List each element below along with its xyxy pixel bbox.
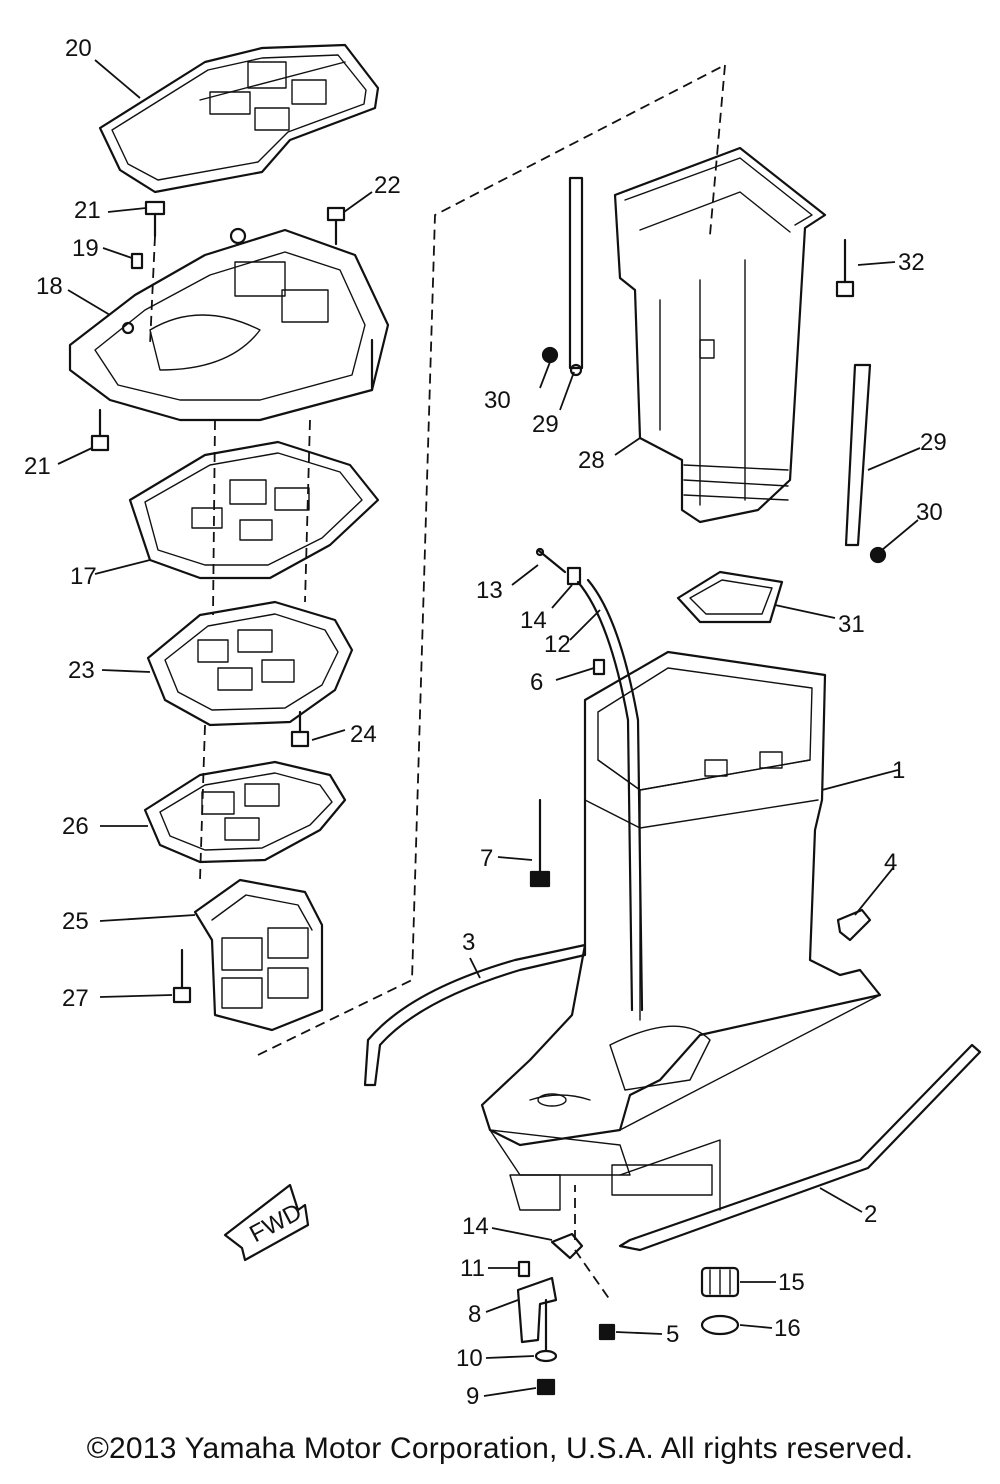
part-11-pin <box>517 1260 531 1278</box>
part-18-exhaust-guide <box>68 227 390 422</box>
callout-2: 2 <box>864 1201 877 1228</box>
part-27-bolt <box>172 948 192 1004</box>
guide-line <box>212 419 216 616</box>
part-15-grommet <box>700 1266 740 1298</box>
callout-25: 25 <box>62 908 89 935</box>
part-10-washer <box>534 1349 558 1363</box>
callout-23: 23 <box>68 657 95 684</box>
part-29-strip-left <box>568 176 584 377</box>
part-26-gasket <box>143 760 347 864</box>
callout-5: 5 <box>666 1321 679 1348</box>
alignment-line-right <box>709 64 726 236</box>
callout-12: 12 <box>544 631 571 658</box>
callout-4: 4 <box>884 849 897 876</box>
part-12-hose <box>576 578 644 1012</box>
leader-lines <box>57 59 921 1397</box>
callout-22: 22 <box>374 172 401 199</box>
guide-line <box>304 419 311 603</box>
callout-19: 19 <box>72 235 99 262</box>
fwd-label: FWD <box>245 1198 306 1247</box>
callout-26: 26 <box>62 813 89 840</box>
part-9-bolt <box>536 1378 556 1396</box>
callout-14-top: 14 <box>520 607 547 634</box>
part-20-gasket <box>98 43 380 194</box>
callout-27: 27 <box>62 985 89 1012</box>
callout-21-bottom: 21 <box>24 453 51 480</box>
callout-10: 10 <box>456 1345 483 1372</box>
callout-29-right: 29 <box>920 429 947 456</box>
part-30-nut-left <box>541 346 559 364</box>
part-14-clip-top <box>566 566 582 586</box>
part-19-pin <box>130 252 144 270</box>
copyright-notice: ©2013 Yamaha Motor Corporation, U.S.A. A… <box>86 1432 914 1465</box>
guide-line <box>149 235 156 346</box>
part-5-nut <box>598 1323 616 1341</box>
part-7-bolt <box>529 798 551 888</box>
part-16-washer <box>700 1314 740 1336</box>
guide-line <box>199 724 206 881</box>
callout-7: 7 <box>480 845 493 872</box>
part-23-exhaust-manifold <box>146 600 354 727</box>
callout-9: 9 <box>466 1383 479 1410</box>
callout-31: 31 <box>838 611 865 638</box>
guide-line <box>574 1249 611 1301</box>
callout-32: 32 <box>898 249 925 276</box>
alignment-line-left <box>257 64 726 1056</box>
callout-11: 11 <box>460 1255 485 1282</box>
callout-29-left: 29 <box>532 411 559 438</box>
callout-20: 20 <box>65 35 92 62</box>
part-6-pin <box>592 658 606 676</box>
part-22-bolt <box>326 206 346 246</box>
part-29-strip-right <box>844 363 872 547</box>
callout-13: 13 <box>476 577 503 604</box>
part-31-seal <box>676 570 784 624</box>
callout-labels: 20 21 22 19 18 21 17 23 24 26 25 27 30 2… <box>24 35 947 1410</box>
part-25-exhaust-inner <box>193 878 324 1032</box>
part-3-rubber-seal <box>363 943 587 1087</box>
callout-1: 1 <box>892 757 905 784</box>
part-13-fitting <box>535 547 567 574</box>
part-28-upper-case <box>613 146 827 524</box>
part-30-nut-right <box>869 546 887 564</box>
part-21-bolt-top <box>144 200 166 238</box>
callout-3: 3 <box>462 929 475 956</box>
exploded-parts-diagram: FWD <box>24 35 982 1410</box>
callout-15: 15 <box>778 1269 805 1296</box>
callout-24: 24 <box>350 721 377 748</box>
part-24-bolt <box>290 710 310 748</box>
part-4-grommet <box>836 908 872 942</box>
part-32-bolt <box>835 238 855 298</box>
callout-30-left: 30 <box>484 387 511 414</box>
part-21-bolt-bottom <box>90 408 110 452</box>
callout-30-right: 30 <box>916 499 943 526</box>
part-17-gasket <box>128 440 380 580</box>
callout-18: 18 <box>36 273 63 300</box>
part-8-bracket <box>516 1276 558 1352</box>
callout-16: 16 <box>774 1315 801 1342</box>
part-14-clip-bottom <box>550 1232 584 1260</box>
part-1-upper-casing <box>480 650 882 1211</box>
callout-14-bottom: 14 <box>462 1213 489 1240</box>
callout-6: 6 <box>530 669 543 696</box>
callout-21-top: 21 <box>74 197 101 224</box>
fwd-arrow-icon: FWD <box>223 1183 310 1262</box>
callout-28: 28 <box>578 447 605 474</box>
callout-17: 17 <box>70 563 97 590</box>
callout-8: 8 <box>468 1301 481 1328</box>
part-2-rubber-strip <box>618 1043 982 1252</box>
